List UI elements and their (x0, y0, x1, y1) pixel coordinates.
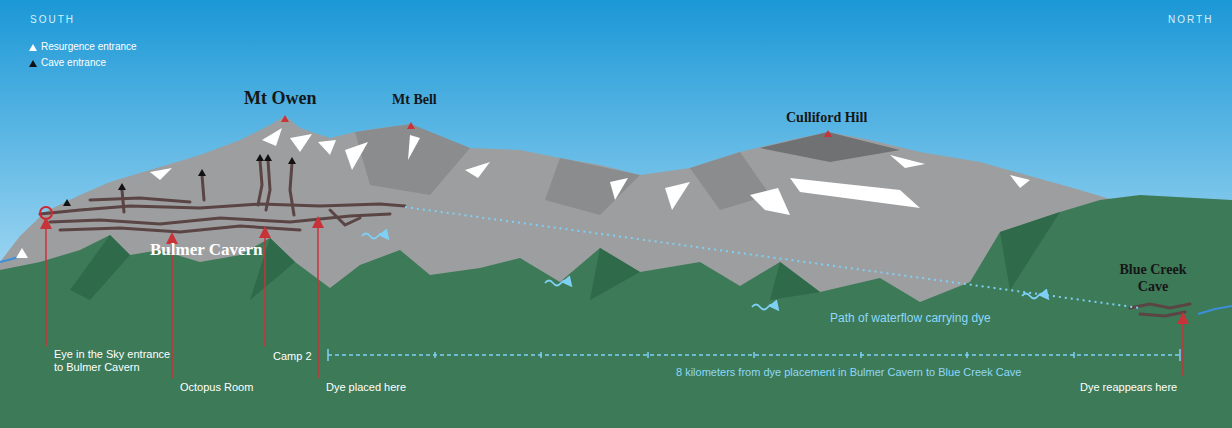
compass-label: SOUTH (30, 14, 75, 26)
peak-label: Mt Owen (244, 88, 316, 110)
peak-label: Mt Bell (392, 92, 437, 109)
legend-text: Cave entrance (41, 57, 106, 69)
callout-label: Dye placed here (326, 381, 406, 394)
flow-label: Path of waterflow carrying dye (830, 311, 991, 325)
callout-label: Octopus Room (180, 381, 253, 394)
callout-label: Eye in the Sky entrance to Bulmer Cavern (54, 348, 179, 374)
callout-label: Dye reappears here (1080, 381, 1177, 394)
peak-label: Culliford Hill (786, 110, 867, 127)
compass-label: NORTH (1168, 14, 1213, 26)
cave-label: Blue Creek Cave (1108, 262, 1198, 296)
callout-label: Camp 2 (273, 350, 312, 363)
cave-label: Bulmer Cavern (150, 240, 263, 260)
dimension-label: 8 kilometers from dye placement in Bulme… (676, 366, 1021, 379)
legend-text: Resurgence entrance (41, 41, 137, 53)
